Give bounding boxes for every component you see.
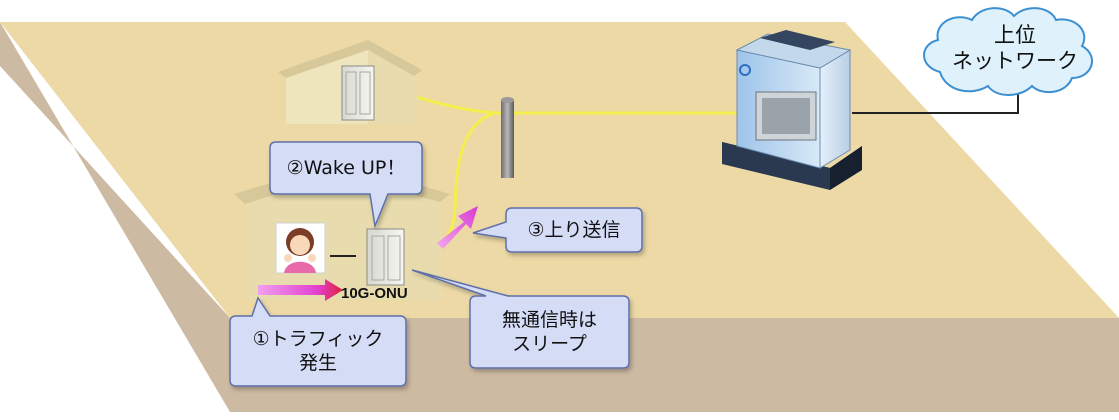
- data-center-building: [722, 30, 862, 190]
- uplink-line: [852, 88, 1019, 114]
- upper-network-line2: ネットワーク: [952, 49, 1078, 73]
- upper-network-line1: 上位: [994, 23, 1036, 47]
- onu-label: 10G-ONU: [341, 285, 408, 302]
- upper-network-label: 上位 ネットワーク: [940, 22, 1090, 74]
- traffic-callout: [229, 296, 407, 387]
- sleep-callout: [411, 269, 630, 369]
- upper-network-cloud: [923, 7, 1093, 96]
- upstream-arrow: [437, 206, 478, 249]
- wake-up-callout: [269, 141, 423, 229]
- traffic-arrow: [258, 279, 343, 301]
- utility-pole: [501, 97, 514, 178]
- upper-onu-device: [341, 65, 375, 121]
- upstream-callout: [472, 207, 643, 253]
- onu-device: [366, 228, 405, 286]
- person-on-phone: [275, 222, 326, 274]
